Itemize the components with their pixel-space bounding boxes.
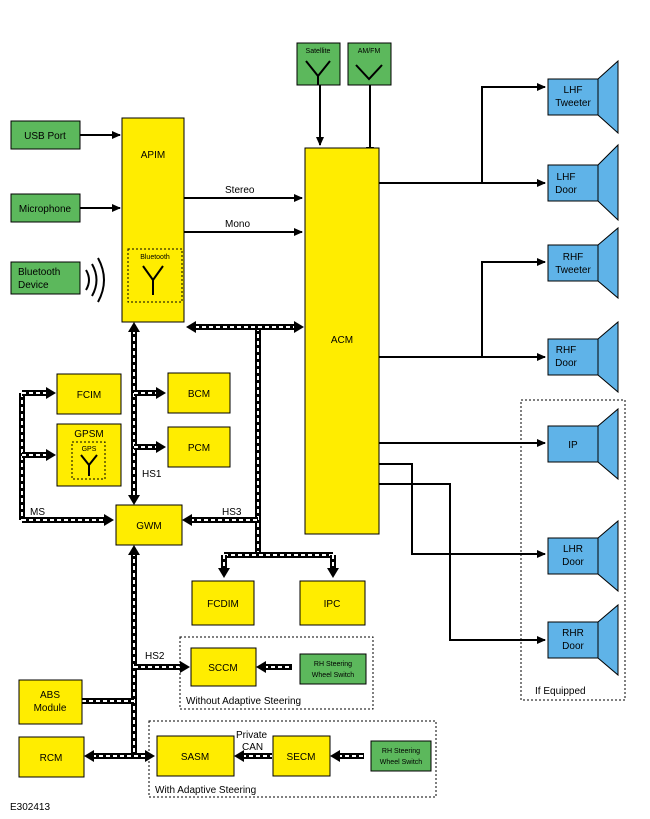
svg-text:Device: Device xyxy=(18,280,49,291)
svg-text:RHR: RHR xyxy=(562,628,584,639)
speaker-rhf-tweeter: RHF Tweeter xyxy=(547,226,619,300)
svg-text:Door: Door xyxy=(562,557,584,568)
with-adaptive-label: With Adaptive Steering xyxy=(155,785,256,796)
svg-text:Bluetooth: Bluetooth xyxy=(140,254,170,261)
speaker-lhr-door: LHR Door xyxy=(547,519,619,593)
sasm-module: SASM xyxy=(156,735,235,777)
if-equipped-group xyxy=(520,399,626,701)
without-adaptive-label: Without Adaptive Steering xyxy=(186,696,301,707)
svg-text:FCIM: FCIM xyxy=(77,390,101,401)
svg-text:RH Steering: RH Steering xyxy=(382,748,420,755)
rh-steering-wheel-switch-1: RH Steering Wheel Switch xyxy=(299,653,367,685)
svg-text:APIM: APIM xyxy=(141,150,165,161)
ipc-module: IPC xyxy=(299,580,366,626)
svg-text:Tweeter: Tweeter xyxy=(555,265,591,276)
svg-text:SASM: SASM xyxy=(181,752,209,763)
fcim-module: FCIM xyxy=(56,373,122,415)
svg-text:GWM: GWM xyxy=(136,521,162,532)
speaker-rhf-door: RHF Door xyxy=(547,320,619,394)
gwm-module: GWM xyxy=(115,504,183,546)
usb-port: USB Port xyxy=(10,120,81,150)
svg-text:GPS: GPS xyxy=(82,446,97,453)
speaker-ip: IP xyxy=(547,407,619,481)
wireless-waves-icon xyxy=(85,257,105,303)
with-adaptive-group xyxy=(148,720,437,798)
acm-module: ACM xyxy=(304,147,380,535)
svg-text:Wheel Switch: Wheel Switch xyxy=(380,759,423,766)
satellite-antenna: Satellite xyxy=(296,42,341,86)
network-buses xyxy=(19,321,364,762)
svg-text:Microphone: Microphone xyxy=(19,204,72,215)
svg-text:IPC: IPC xyxy=(324,599,341,610)
gps-antenna-icon xyxy=(80,454,98,476)
figure-id: E302413 xyxy=(10,802,50,813)
speaker-lhf-door: LHF Door xyxy=(547,143,619,222)
svg-text:USB Port: USB Port xyxy=(24,131,66,142)
svg-text:BCM: BCM xyxy=(188,389,210,400)
audio-wires xyxy=(80,83,546,644)
stereo-label: Stereo xyxy=(225,185,255,196)
svg-text:Wheel Switch: Wheel Switch xyxy=(312,672,355,679)
svg-text:LHF: LHF xyxy=(564,85,583,96)
secm-module: SECM xyxy=(272,735,331,777)
bcm-module: BCM xyxy=(167,372,231,414)
speaker-lhf-tweeter: LHF Tweeter xyxy=(547,59,619,135)
speaker-rhr-door: RHR Door xyxy=(547,603,619,677)
svg-text:Door: Door xyxy=(555,185,577,196)
svg-text:Door: Door xyxy=(562,641,584,652)
if-equipped-label: If Equipped xyxy=(535,686,586,697)
svg-text:ACM: ACM xyxy=(331,335,353,346)
svg-text:GPSM: GPSM xyxy=(74,429,103,440)
private-can-label-1: Private xyxy=(236,730,268,741)
svg-text:LHR: LHR xyxy=(563,544,583,555)
svg-text:RHF: RHF xyxy=(563,252,584,263)
svg-text:RH Steering: RH Steering xyxy=(314,661,352,668)
bluetooth-device: Bluetooth Device xyxy=(10,261,81,295)
hs1-label: HS1 xyxy=(142,469,162,480)
hs2-label: HS2 xyxy=(145,651,165,662)
svg-text:IP: IP xyxy=(568,440,578,451)
svg-text:SCCM: SCCM xyxy=(208,663,237,674)
without-adaptive-group xyxy=(179,636,374,710)
hs3-label: HS3 xyxy=(222,507,242,518)
gpsm-module: GPSM GPS xyxy=(56,423,122,487)
svg-text:Module: Module xyxy=(34,703,67,714)
sccm-module: SCCM xyxy=(190,647,257,687)
svg-text:RHF: RHF xyxy=(556,345,577,356)
fcdim-module: FCDIM xyxy=(191,580,255,626)
svg-text:FCDIM: FCDIM xyxy=(207,599,239,610)
private-can-label-2: CAN xyxy=(242,742,263,753)
pcm-module: PCM xyxy=(167,426,231,468)
svg-text:ABS: ABS xyxy=(40,690,60,701)
svg-text:AM/FM: AM/FM xyxy=(358,48,381,55)
svg-text:SECM: SECM xyxy=(287,752,316,763)
amfm-antenna: AM/FM xyxy=(347,42,392,86)
svg-text:Satellite: Satellite xyxy=(306,48,331,55)
svg-text:Tweeter: Tweeter xyxy=(555,98,591,109)
svg-text:Door: Door xyxy=(555,358,577,369)
abs-module: ABS Module xyxy=(18,679,83,725)
apim-module: APIM Bluetooth xyxy=(121,117,185,323)
svg-text:RCM: RCM xyxy=(40,753,63,764)
rcm-module: RCM xyxy=(18,736,85,778)
mono-label: Mono xyxy=(225,219,250,230)
svg-text:PCM: PCM xyxy=(188,443,210,454)
rh-steering-wheel-switch-2: RH Steering Wheel Switch xyxy=(370,740,432,772)
svg-text:LHF: LHF xyxy=(557,172,576,183)
bluetooth-antenna-icon xyxy=(142,265,164,295)
svg-text:Bluetooth: Bluetooth xyxy=(18,267,60,278)
ms-label: MS xyxy=(30,507,45,518)
microphone: Microphone xyxy=(10,193,81,223)
